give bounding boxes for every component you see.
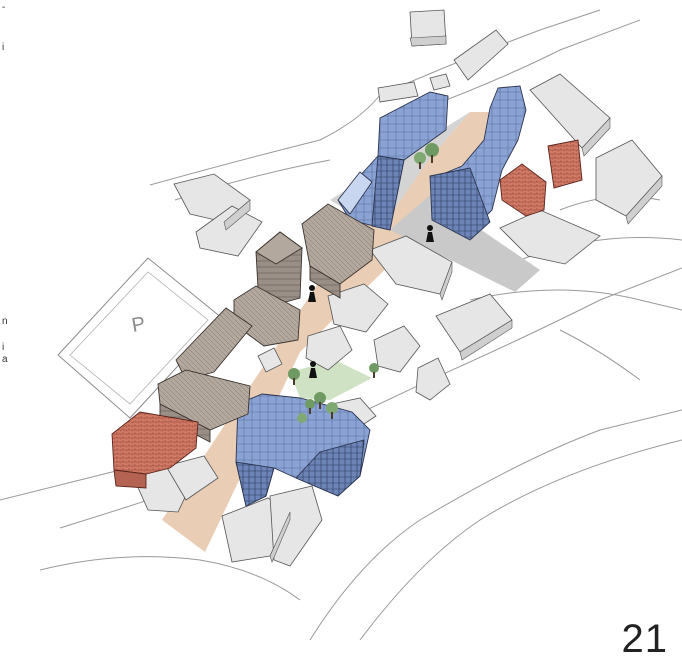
- margin-fragment: i: [2, 342, 5, 353]
- parking-label: P: [130, 313, 147, 337]
- margin-fragment: -: [2, 2, 6, 13]
- axonometric-site-plan: P: [0, 9, 682, 641]
- tree-icon: [414, 152, 426, 169]
- margin-fragment: n: [2, 316, 8, 327]
- tree-icon: [314, 392, 326, 409]
- timber-buildings: [157, 203, 375, 443]
- person-icon: [309, 361, 317, 378]
- margin-fragment: i: [2, 42, 5, 53]
- page-number: 21: [621, 617, 668, 661]
- glass-buildings: [235, 85, 527, 507]
- person-markers: [308, 225, 434, 378]
- tree-icon: [326, 402, 338, 419]
- brick-buildings: [111, 139, 583, 489]
- tree-icon: [305, 399, 315, 414]
- tree-icon: [369, 363, 379, 378]
- margin-text-top: - i: [2, 2, 5, 54]
- person-icon: [426, 225, 434, 242]
- green-square: [290, 360, 372, 400]
- existing-buildings: [131, 9, 663, 567]
- trees: [288, 143, 439, 423]
- tree-icon: [297, 413, 307, 423]
- tree-icon: [425, 143, 439, 163]
- shared-space: [390, 195, 540, 292]
- tree-icon: [288, 368, 300, 385]
- existing-building-shading: [223, 35, 663, 563]
- person-icon: [308, 285, 316, 302]
- margin-fragment: a: [2, 354, 8, 365]
- margin-text-middle: n i a: [2, 316, 8, 366]
